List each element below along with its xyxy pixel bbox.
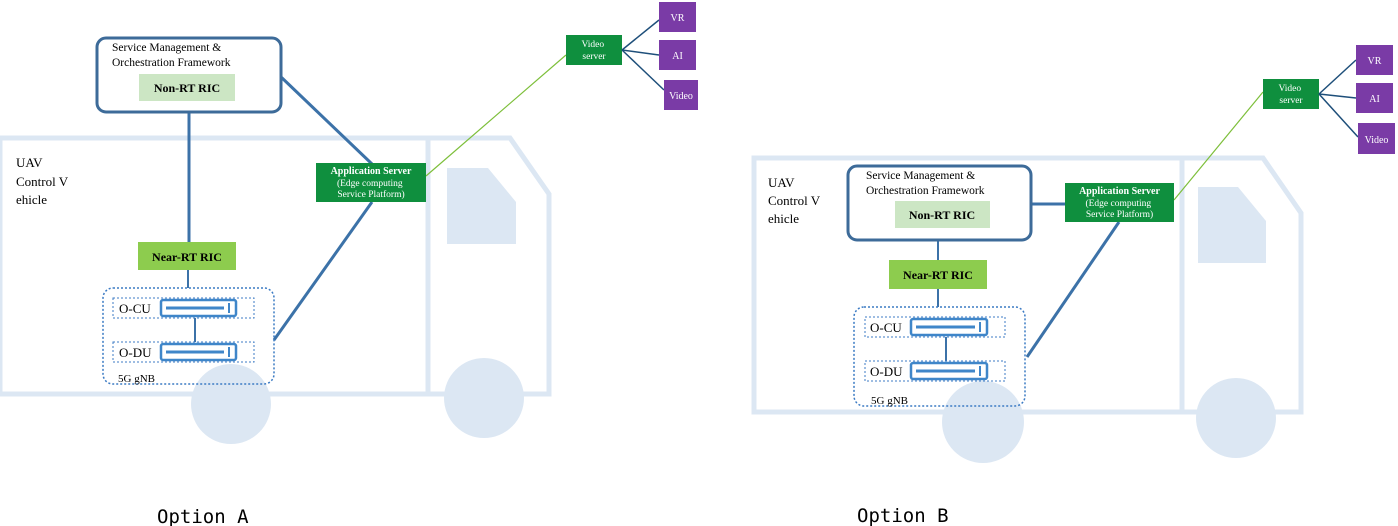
video-server-label-a: Video server (581, 40, 606, 62)
app-server-b (1065, 183, 1174, 222)
app-vr-b (1356, 45, 1393, 75)
link-app-gnb-b (1025, 221, 1121, 358)
link-smo-app-a (278, 74, 374, 166)
vehicle-window-b (1198, 187, 1266, 263)
app-vr-label-a: VR (671, 13, 685, 24)
gnb-label-b: 5G gNB (871, 395, 908, 407)
vehicle-label-b: UAV Control V ehicle (768, 175, 823, 226)
smo-label-a: Service Management & Orchestration Frame… (112, 42, 231, 69)
near-rt-ric-b (889, 260, 987, 289)
app-video-b (1358, 123, 1395, 154)
caption-option-a: Option A (157, 506, 249, 526)
video-server-label-b: Video server (1278, 84, 1303, 106)
non-rt-ric-label-b: Non-RT RIC (909, 208, 975, 222)
caption-option-b: Option B (857, 505, 949, 526)
link-app-video-b (1173, 91, 1264, 201)
app-server-desc-a: (Edge computing Service Platform) (337, 178, 405, 200)
server-rack-icon (909, 317, 989, 337)
vehicle-wheel-front-b (942, 381, 1024, 463)
smo-label-b: Service Management & Orchestration Frame… (866, 170, 985, 197)
server-rack-icon (159, 298, 238, 318)
app-ai-label-b: AI (1369, 94, 1380, 105)
video-server-a (566, 35, 622, 65)
link-app-gnb-a (272, 201, 374, 341)
app-server-desc-b: (Edge computing Service Platform) (1085, 198, 1153, 220)
o-du-box-b (864, 360, 1006, 382)
gnb-box-b (853, 306, 1026, 407)
vehicle-wheel-front-a (191, 364, 271, 444)
o-du-box-a (112, 341, 255, 363)
video-server-links-a (621, 19, 665, 91)
app-video-label-b: Video (1365, 135, 1389, 146)
app-vr-a (659, 2, 696, 32)
app-video-label-a: Video (669, 91, 693, 102)
non-rt-ric-label-a: Non-RT RIC (154, 81, 220, 95)
option-a: UAV Control V ehicle Service Management … (0, 2, 698, 526)
gnb-box-a (102, 287, 275, 385)
app-server-title-a: Application Server (331, 166, 412, 177)
o-du-label-a: O-DU (119, 345, 152, 360)
vehicle-wheel-rear-b (1196, 378, 1276, 458)
app-server-a (316, 163, 426, 202)
link-app-video-a (425, 54, 567, 177)
option-b: UAV Control V ehicle Service Management … (751, 45, 1395, 526)
near-rt-ric-label-b: Near-RT RIC (903, 268, 973, 282)
server-rack-icon (159, 342, 238, 362)
app-server-title-b: Application Server (1079, 186, 1160, 197)
non-rt-ric-b (895, 201, 990, 228)
vehicle-cab-a (425, 135, 552, 397)
video-server-links-b (1318, 59, 1359, 138)
app-ai-a (659, 40, 696, 70)
o-du-label-b: O-DU (870, 364, 903, 379)
vehicle-label-a: UAV Control V ehicle (16, 155, 71, 207)
vehicle-wheel-rear-a (444, 358, 524, 438)
near-rt-ric-label-a: Near-RT RIC (152, 250, 222, 264)
video-server-b (1263, 79, 1319, 109)
o-cu-box-a (112, 297, 255, 319)
non-rt-ric-a (139, 74, 235, 101)
app-ai-b (1356, 83, 1393, 113)
o-cu-box-b (864, 316, 1006, 338)
vehicle-cab-b (1179, 155, 1304, 415)
o-cu-label-a: O-CU (119, 301, 151, 316)
app-vr-label-b: VR (1368, 56, 1382, 67)
app-video-a (664, 80, 698, 110)
near-rt-ric-a (138, 242, 236, 270)
gnb-label-a: 5G gNB (118, 373, 155, 385)
server-rack-icon (909, 361, 989, 381)
app-ai-label-a: AI (672, 51, 683, 62)
o-cu-label-b: O-CU (870, 320, 902, 335)
vehicle-window-a (447, 168, 516, 244)
